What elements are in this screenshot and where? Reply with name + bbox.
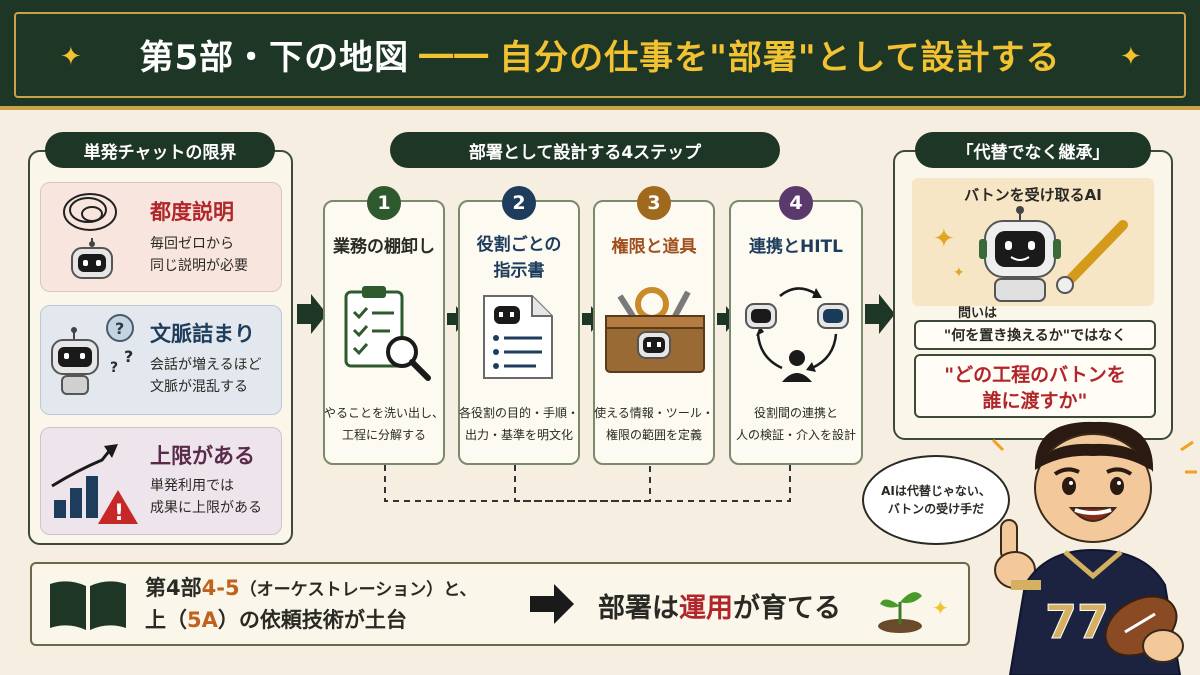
card-explain-title: 都度説明 xyxy=(150,200,234,224)
speech-line2: バトンの受け手だ xyxy=(887,502,985,516)
step-title-4: 連携とHITL xyxy=(749,237,843,257)
card-context xyxy=(40,305,282,415)
svg-text:?: ? xyxy=(115,319,124,338)
card-explain-desc2: 同じ説明が必要 xyxy=(150,258,248,274)
card-context-desc2: 文脈が混乱する xyxy=(150,379,248,395)
step-desc-2b: 出力・基準を明文化 xyxy=(464,428,573,442)
step-number-4: 4 xyxy=(779,186,813,220)
step-card-4 xyxy=(729,200,863,465)
question-main-box xyxy=(914,354,1156,418)
step-title-2b: 指示書 xyxy=(493,261,545,281)
step-title-2a: 役割ごとの xyxy=(476,235,562,255)
bottom-part4: 第4部 xyxy=(145,576,202,600)
title-main: 第5部・下の地図 xyxy=(139,37,410,78)
card-limit-desc2: 成果に上限がある xyxy=(150,500,262,516)
slogan-a: 部署は xyxy=(598,593,679,624)
bottom-ref-4-5: 4-5 xyxy=(201,576,240,600)
sparkle-icon: ✦ xyxy=(932,596,949,620)
card-limit-desc1: 単発利用では xyxy=(150,478,234,494)
page-title: 第5部・下の地図 ―― 自分の仕事を"部署"として設計する xyxy=(100,24,1100,84)
arrow-right-icon xyxy=(530,584,574,628)
question-not-box: "何を置き換えるか"ではなく xyxy=(914,320,1156,350)
baton-title: バトンを受け取るAI xyxy=(964,186,1102,204)
clipboard-search-icon xyxy=(344,286,431,381)
arrow-right-icon xyxy=(297,294,327,338)
svg-text:✦: ✦ xyxy=(933,224,955,254)
step-desc-1b: 工程に分解する xyxy=(341,428,426,442)
bottom-slogan: 部署は運用が育てる xyxy=(598,586,841,625)
arrow-right-icon xyxy=(865,294,895,338)
bottom-upper: 上（ xyxy=(145,608,187,632)
arrow-right-icon xyxy=(582,306,602,336)
step-desc-1a: やることを洗い出し、 xyxy=(323,406,444,420)
steps-pill: 部署として設計する4ステップ xyxy=(390,132,780,168)
tangled-robot-icon xyxy=(63,193,117,279)
step-title-3: 権限と道具 xyxy=(611,237,697,257)
step-desc-2a: 各役割の目的・手順・ xyxy=(458,406,579,420)
instruction-document-icon xyxy=(483,295,553,379)
step-desc-4b: 人の検証・介入を設計 xyxy=(735,428,856,442)
arrow-right-icon xyxy=(447,306,467,336)
sprout-icon xyxy=(878,592,922,633)
step-number-3: 3 xyxy=(637,186,671,220)
card-explain-desc1: 毎回ゼロから xyxy=(150,236,234,252)
step-desc-3a: 使える情報・ツール・ xyxy=(594,406,714,420)
growth-chart-warning-icon: ! xyxy=(51,444,138,525)
question-main-line2: 誰に渡すか" xyxy=(982,390,1088,412)
bottom-line1: 第4部4-5（オーケストレーション）と、 xyxy=(145,572,477,606)
title-dash: ―― xyxy=(419,34,490,74)
bottom-foundation: ）の依頼技術が土台 xyxy=(217,608,407,632)
bottom-orchestration: （オーケストレーション）と、 xyxy=(239,580,477,600)
question-main-line1: "どの工程のバトンを xyxy=(944,364,1126,386)
card-context-desc1: 会話が増えるほど xyxy=(150,357,262,373)
svg-text:?: ? xyxy=(124,347,133,366)
jersey-number: 77 xyxy=(1045,595,1109,649)
step-desc-3b: 権限の範囲を定義 xyxy=(605,428,702,442)
toolbox-icon xyxy=(605,287,705,373)
confused-robot-icon: ? ? ? xyxy=(51,314,134,395)
svg-text:?: ? xyxy=(110,360,118,376)
card-context-title: 文脈詰まり xyxy=(150,322,255,346)
speech-bubble: AIは代替じゃない、 バトンの受け手だ xyxy=(862,455,1010,545)
speech-line1: AIは代替じゃない、 xyxy=(881,484,991,498)
step-desc-4a: 役割間の連携と xyxy=(753,406,838,420)
bottom-line2: 上（5A）の依頼技術が土台 xyxy=(145,604,407,636)
svg-text:!: ! xyxy=(114,501,124,525)
open-book-icon xyxy=(50,581,126,630)
football-player-mascot: 77 xyxy=(991,421,1197,675)
sparkle-icon: ✦ xyxy=(1120,42,1142,72)
title-sub: 自分の仕事を"部署"として設計する xyxy=(499,37,1061,78)
right-pill: 「代替でなく継承」 xyxy=(915,132,1151,168)
slogan-b: 運用 xyxy=(679,593,733,624)
question-label: 問いは xyxy=(958,306,998,321)
sparkle-icon: ✦ xyxy=(60,42,82,72)
step-number-2: 2 xyxy=(502,186,536,220)
svg-text:✦: ✦ xyxy=(953,265,965,281)
slogan-c: が育てる xyxy=(733,593,841,624)
arrow-right-icon xyxy=(717,306,737,336)
left-pill: 単発チャットの限界 xyxy=(45,132,275,168)
header-frame xyxy=(14,12,1186,98)
bottom-ref-5a: 5A xyxy=(187,608,218,632)
card-limit-title: 上限がある xyxy=(150,444,255,468)
bottom-box xyxy=(30,562,970,646)
step-number-1: 1 xyxy=(367,186,401,220)
collaboration-cycle-icon xyxy=(745,287,849,382)
header-banner xyxy=(0,0,1200,110)
step-title-1: 業務の棚卸し xyxy=(333,237,435,257)
robot-with-baton-icon: ✦ ✦ xyxy=(933,206,1128,302)
feedback-loop-lines xyxy=(384,465,791,502)
